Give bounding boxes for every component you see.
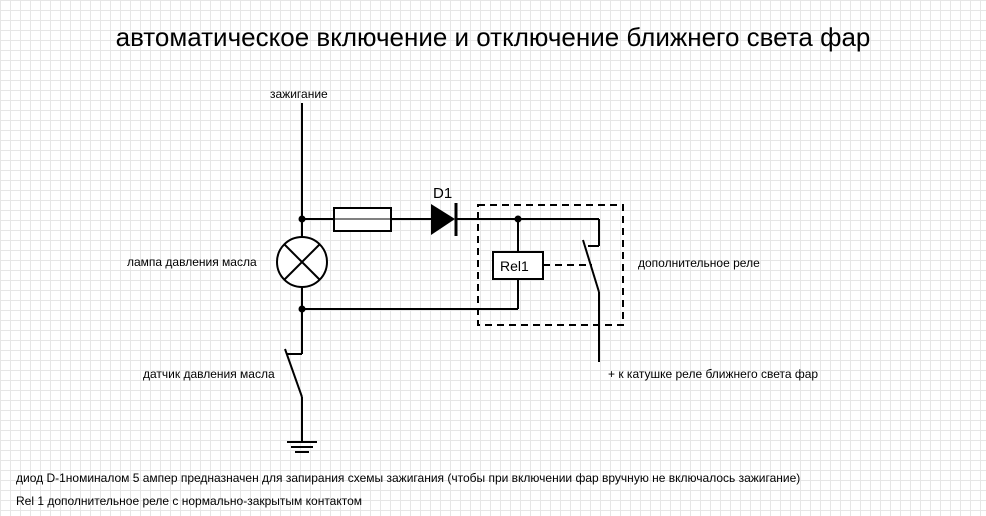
lamp-cross-2 [283, 243, 321, 281]
note-diode: диод D-1номиналом 5 ампер предназначен д… [16, 471, 801, 485]
note-relay: Rel 1 дополнительное реле с нормально-за… [16, 494, 363, 508]
coil-output-label: + к катушке реле ближнего света фар [608, 367, 819, 381]
relay-label: Rel1 [500, 258, 529, 274]
sensor-switch-blade [284, 348, 303, 398]
junction-bottom [298, 305, 306, 313]
oil-lamp-label: лампа давления масла [127, 255, 257, 269]
extra-relay-label: дополнительное реле [638, 256, 760, 270]
ignition-label: зажигание [270, 87, 328, 101]
diode-label: D1 [433, 185, 452, 202]
diagram-title: автоматическое включение и отключение бл… [115, 22, 871, 52]
relay-housing [477, 204, 624, 326]
diode-symbol [431, 204, 455, 235]
oil-sensor-label: датчик давления масла [143, 367, 275, 381]
